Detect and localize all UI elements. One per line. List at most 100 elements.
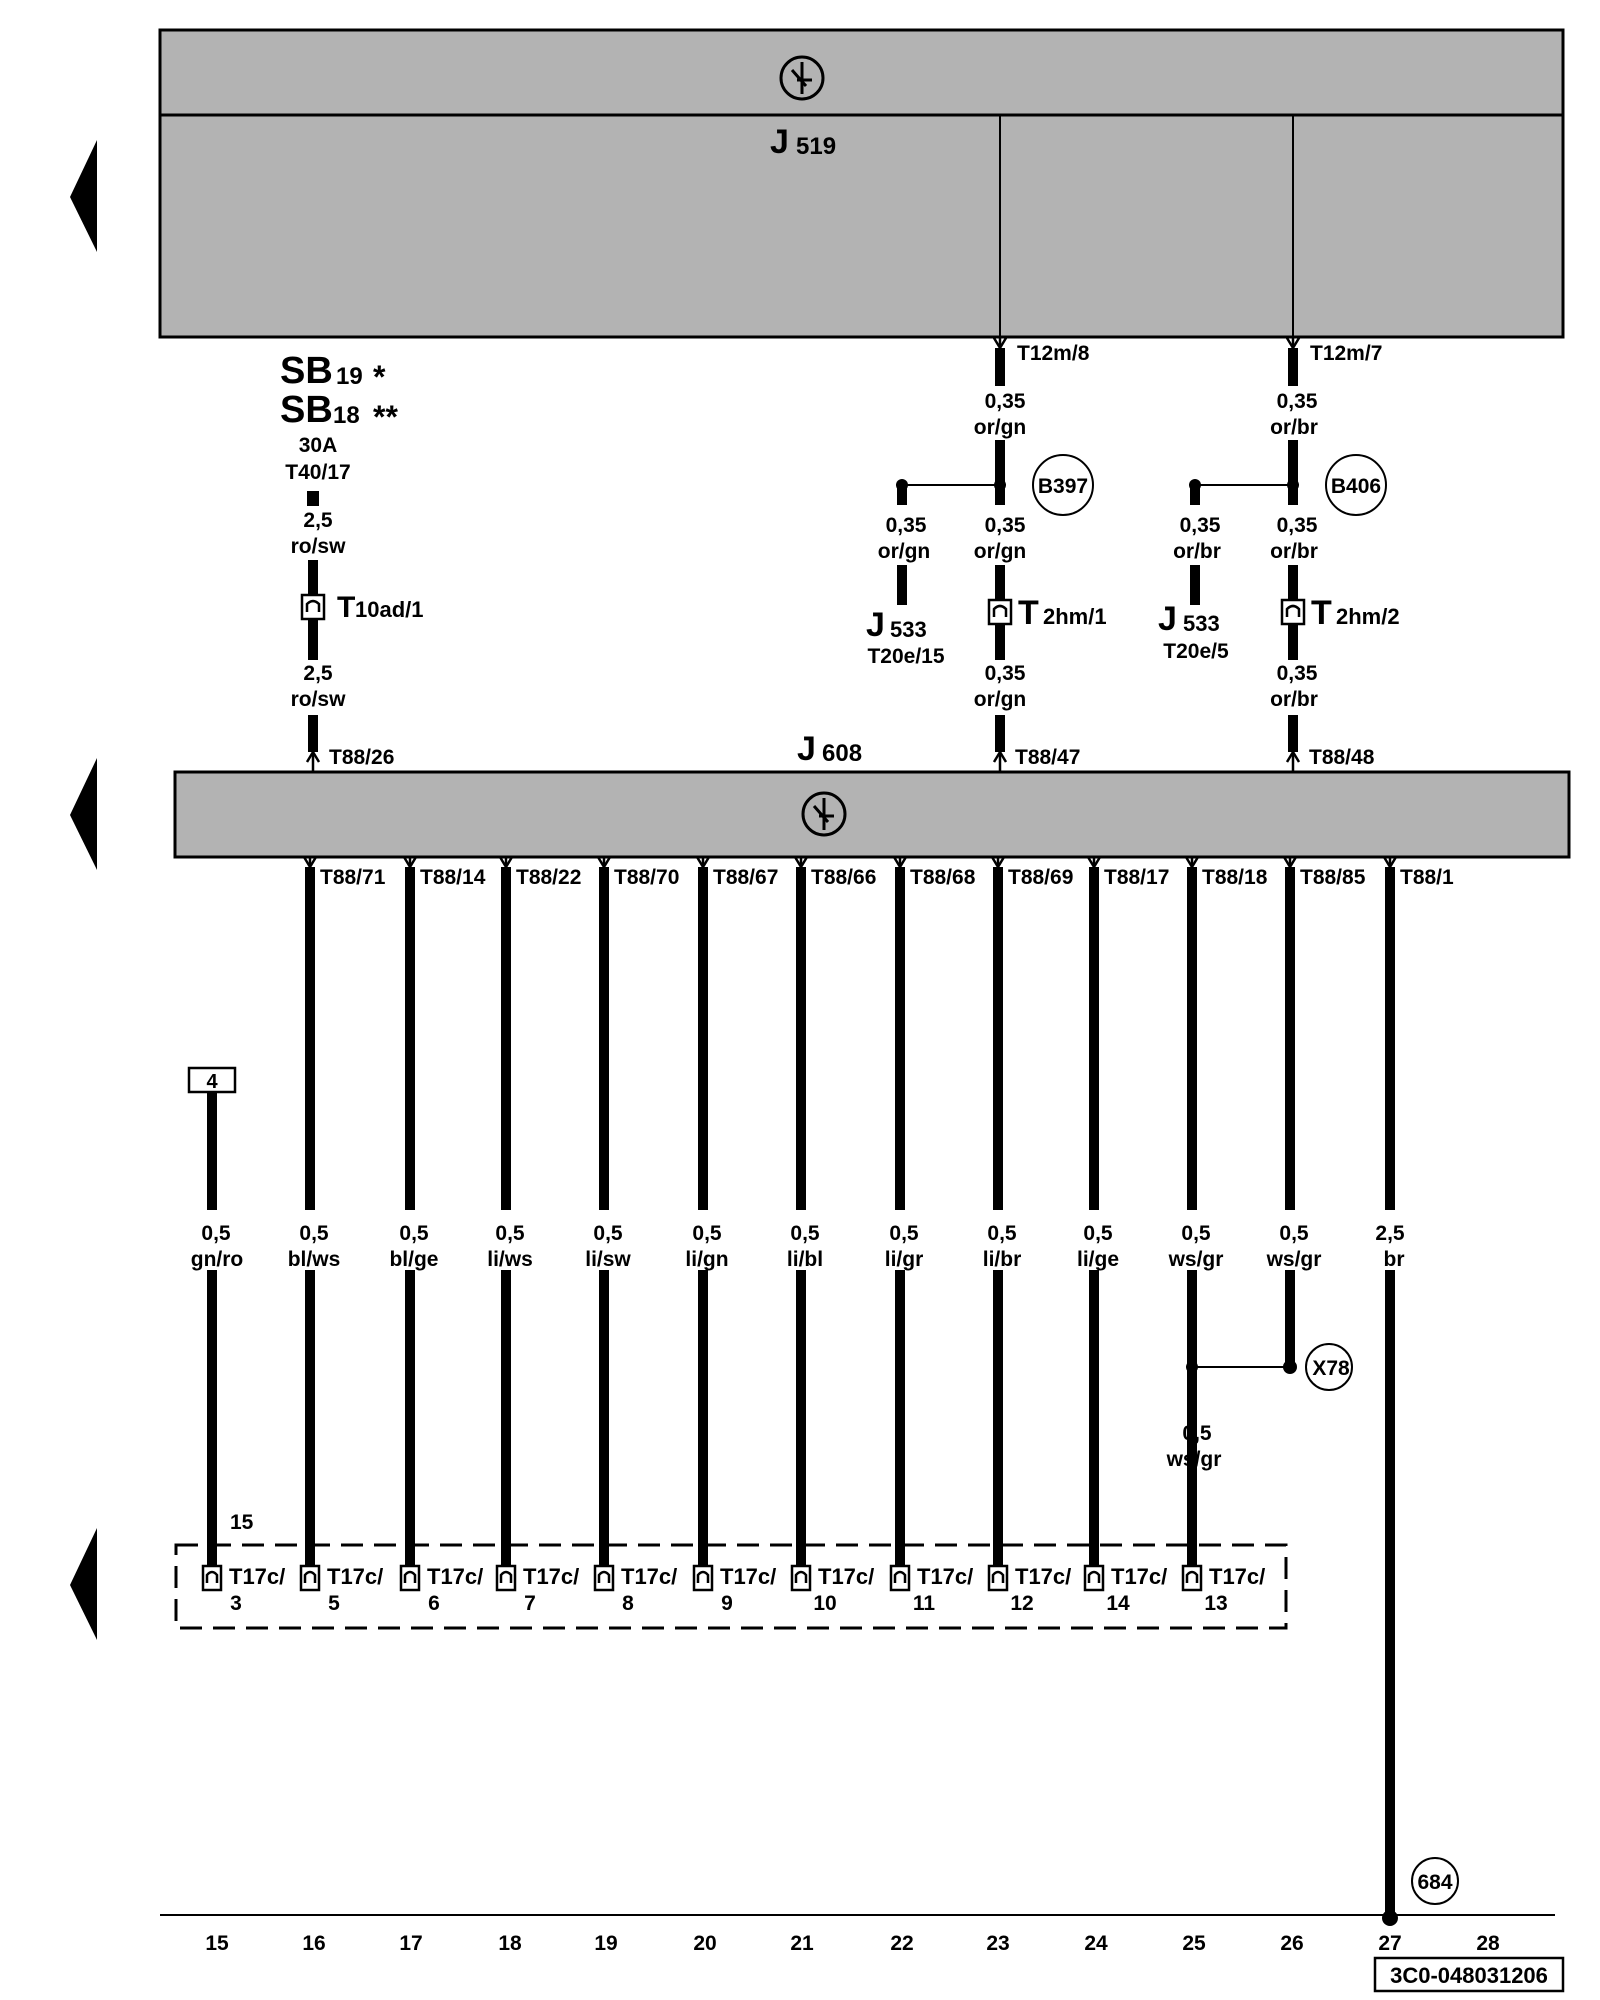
wire-gauge: 0,5: [593, 1222, 623, 1245]
wire-color: ws/gr: [1168, 1248, 1224, 1271]
track-number: 24: [1084, 1932, 1108, 1955]
track-number: 17: [399, 1932, 422, 1955]
wire-color: li/ws: [487, 1248, 533, 1271]
track-number: 21: [790, 1932, 814, 1955]
conn-t10ad-sub: 10ad/1: [355, 597, 424, 622]
fuse-feed: SB 19 * SB 18 ** 30A T40/17 2,5 ro/sw T …: [280, 350, 424, 772]
t17c-pin-number: 7: [524, 1592, 536, 1615]
wire-color: li/gr: [885, 1248, 924, 1271]
track-number: 25: [1182, 1932, 1206, 1955]
t17c-prefix: T17c/: [523, 1564, 579, 1589]
track-number: 22: [890, 1932, 913, 1955]
wire-gauge: 0,5: [1279, 1222, 1309, 1245]
pin-label: T12m/8: [1017, 342, 1090, 365]
wire-gauge: 0,35: [985, 390, 1026, 413]
pin-label: T12m/7: [1310, 342, 1382, 365]
conn-t10ad-letter: T: [337, 591, 355, 624]
wire-gauge: 0,35: [886, 514, 927, 537]
track-number: 28: [1476, 1932, 1500, 1955]
fuse-sb19-mark: *: [373, 359, 386, 395]
reference-box-label: 4: [206, 1071, 218, 1093]
wire-gauge: 0,35: [985, 514, 1026, 537]
j533-sub: 533: [890, 617, 927, 642]
wire-gauge: 0,5: [1182, 1422, 1212, 1445]
conn-t2hm-letter: T: [1311, 594, 1332, 632]
wire-gauge: 2,5: [303, 509, 333, 532]
j608-label: J: [797, 730, 816, 768]
t17c-prefix: T17c/: [427, 1564, 483, 1589]
t17c-connector-group: 15: [174, 1511, 1288, 1630]
track-number: 26: [1280, 1932, 1303, 1955]
nav-arrow-left-icon[interactable]: [70, 1528, 97, 1640]
wire-color: gn/ro: [191, 1248, 244, 1271]
pin-label: T20e/5: [1163, 640, 1229, 663]
t17c-prefix: T17c/: [720, 1564, 776, 1589]
document-code: 3C0-048031206: [1373, 1956, 1565, 1993]
connector-icon: [790, 1564, 812, 1592]
branch-a: T12m/8 0,35 or/gn B397 0,35 or/gn J 533 …: [866, 337, 1107, 772]
wire-gauge: 0,5: [987, 1222, 1017, 1245]
control-unit-symbol-icon: [801, 791, 847, 837]
wire-gauge: 0,5: [692, 1222, 722, 1245]
pin-label: T88/1: [1400, 866, 1454, 889]
wire-color: ws/gr: [1266, 1248, 1322, 1271]
track-number: 23: [986, 1932, 1009, 1955]
pin-label: T88/69: [1008, 866, 1073, 889]
conn-t2hm-sub: 2hm/2: [1336, 604, 1400, 629]
connector-icon: [987, 598, 1013, 626]
t17c-prefix: T17c/: [1015, 1564, 1071, 1589]
track-number: 15: [205, 1932, 229, 1955]
nav-arrow-left-icon[interactable]: [70, 758, 97, 870]
connector-icon: [1280, 598, 1306, 626]
branch-b: T12m/7 0,35 or/br B406 0,35 or/br J 533 …: [1158, 337, 1400, 772]
t17c-pin-number: 6: [428, 1592, 440, 1615]
conn-t2hm-letter: T: [1018, 594, 1039, 632]
t17c-prefix: T17c/: [621, 1564, 677, 1589]
nav-arrow-left-icon[interactable]: [70, 140, 97, 252]
wire-gauge: 2,5: [1375, 1222, 1405, 1245]
pin-label: T20e/15: [867, 645, 944, 668]
connector-icon: [300, 593, 326, 621]
track-number: 16: [302, 1932, 325, 1955]
pin-label: T88/48: [1309, 746, 1375, 769]
wire-color: or/gn: [974, 540, 1027, 563]
junction-label: B397: [1038, 475, 1088, 498]
wire-color: or/br: [1270, 540, 1318, 563]
document-code-text: 3C0-048031206: [1390, 1963, 1548, 1988]
junction-x78: X78 0,5 ws/gr: [1166, 1343, 1353, 1471]
t17c-prefix: T17c/: [1209, 1564, 1265, 1589]
fuse-rating: 30A: [299, 434, 338, 457]
connector-icon: [399, 1564, 421, 1592]
track-number: 18: [498, 1932, 522, 1955]
pin-label: T88/18: [1202, 866, 1268, 889]
junction-b406: B406: [1325, 454, 1387, 516]
connector-icon: [1083, 1564, 1105, 1592]
conn-t2hm-sub: 2hm/1: [1043, 604, 1107, 629]
control-unit-symbol-icon: [779, 55, 825, 101]
ground-684: 684: [1411, 1857, 1459, 1905]
wire-gauge: 0,35: [1277, 662, 1318, 685]
wire-gauge: 0,5: [1083, 1222, 1113, 1245]
wire-gauge: 0,35: [1180, 514, 1221, 537]
pin-label: T88/22: [516, 866, 581, 889]
wire-color: or/gn: [974, 416, 1027, 439]
fuse-sb18-sub: 18: [333, 402, 360, 429]
wire-gauge: 0,5: [1181, 1222, 1211, 1245]
wire-color: or/br: [1173, 540, 1221, 563]
t17c-pin-number: 3: [230, 1592, 242, 1615]
wire-color: li/sw: [585, 1248, 631, 1271]
connector-icon: [495, 1564, 517, 1592]
reference-box: 4: [187, 1066, 237, 1094]
connector-icon: [987, 1564, 1009, 1592]
t17c-prefix: T17c/: [818, 1564, 874, 1589]
t17c-group-label: 15: [230, 1511, 254, 1534]
wire-gauge: 0,35: [1277, 390, 1318, 413]
t17c-pin-number: 8: [622, 1592, 634, 1615]
wire-color: or/gn: [878, 540, 931, 563]
connector-icon: [593, 1564, 615, 1592]
wire-color: ro/sw: [291, 688, 347, 711]
wire-gauge: 0,35: [1277, 514, 1318, 537]
t17c-prefix: T17c/: [327, 1564, 383, 1589]
